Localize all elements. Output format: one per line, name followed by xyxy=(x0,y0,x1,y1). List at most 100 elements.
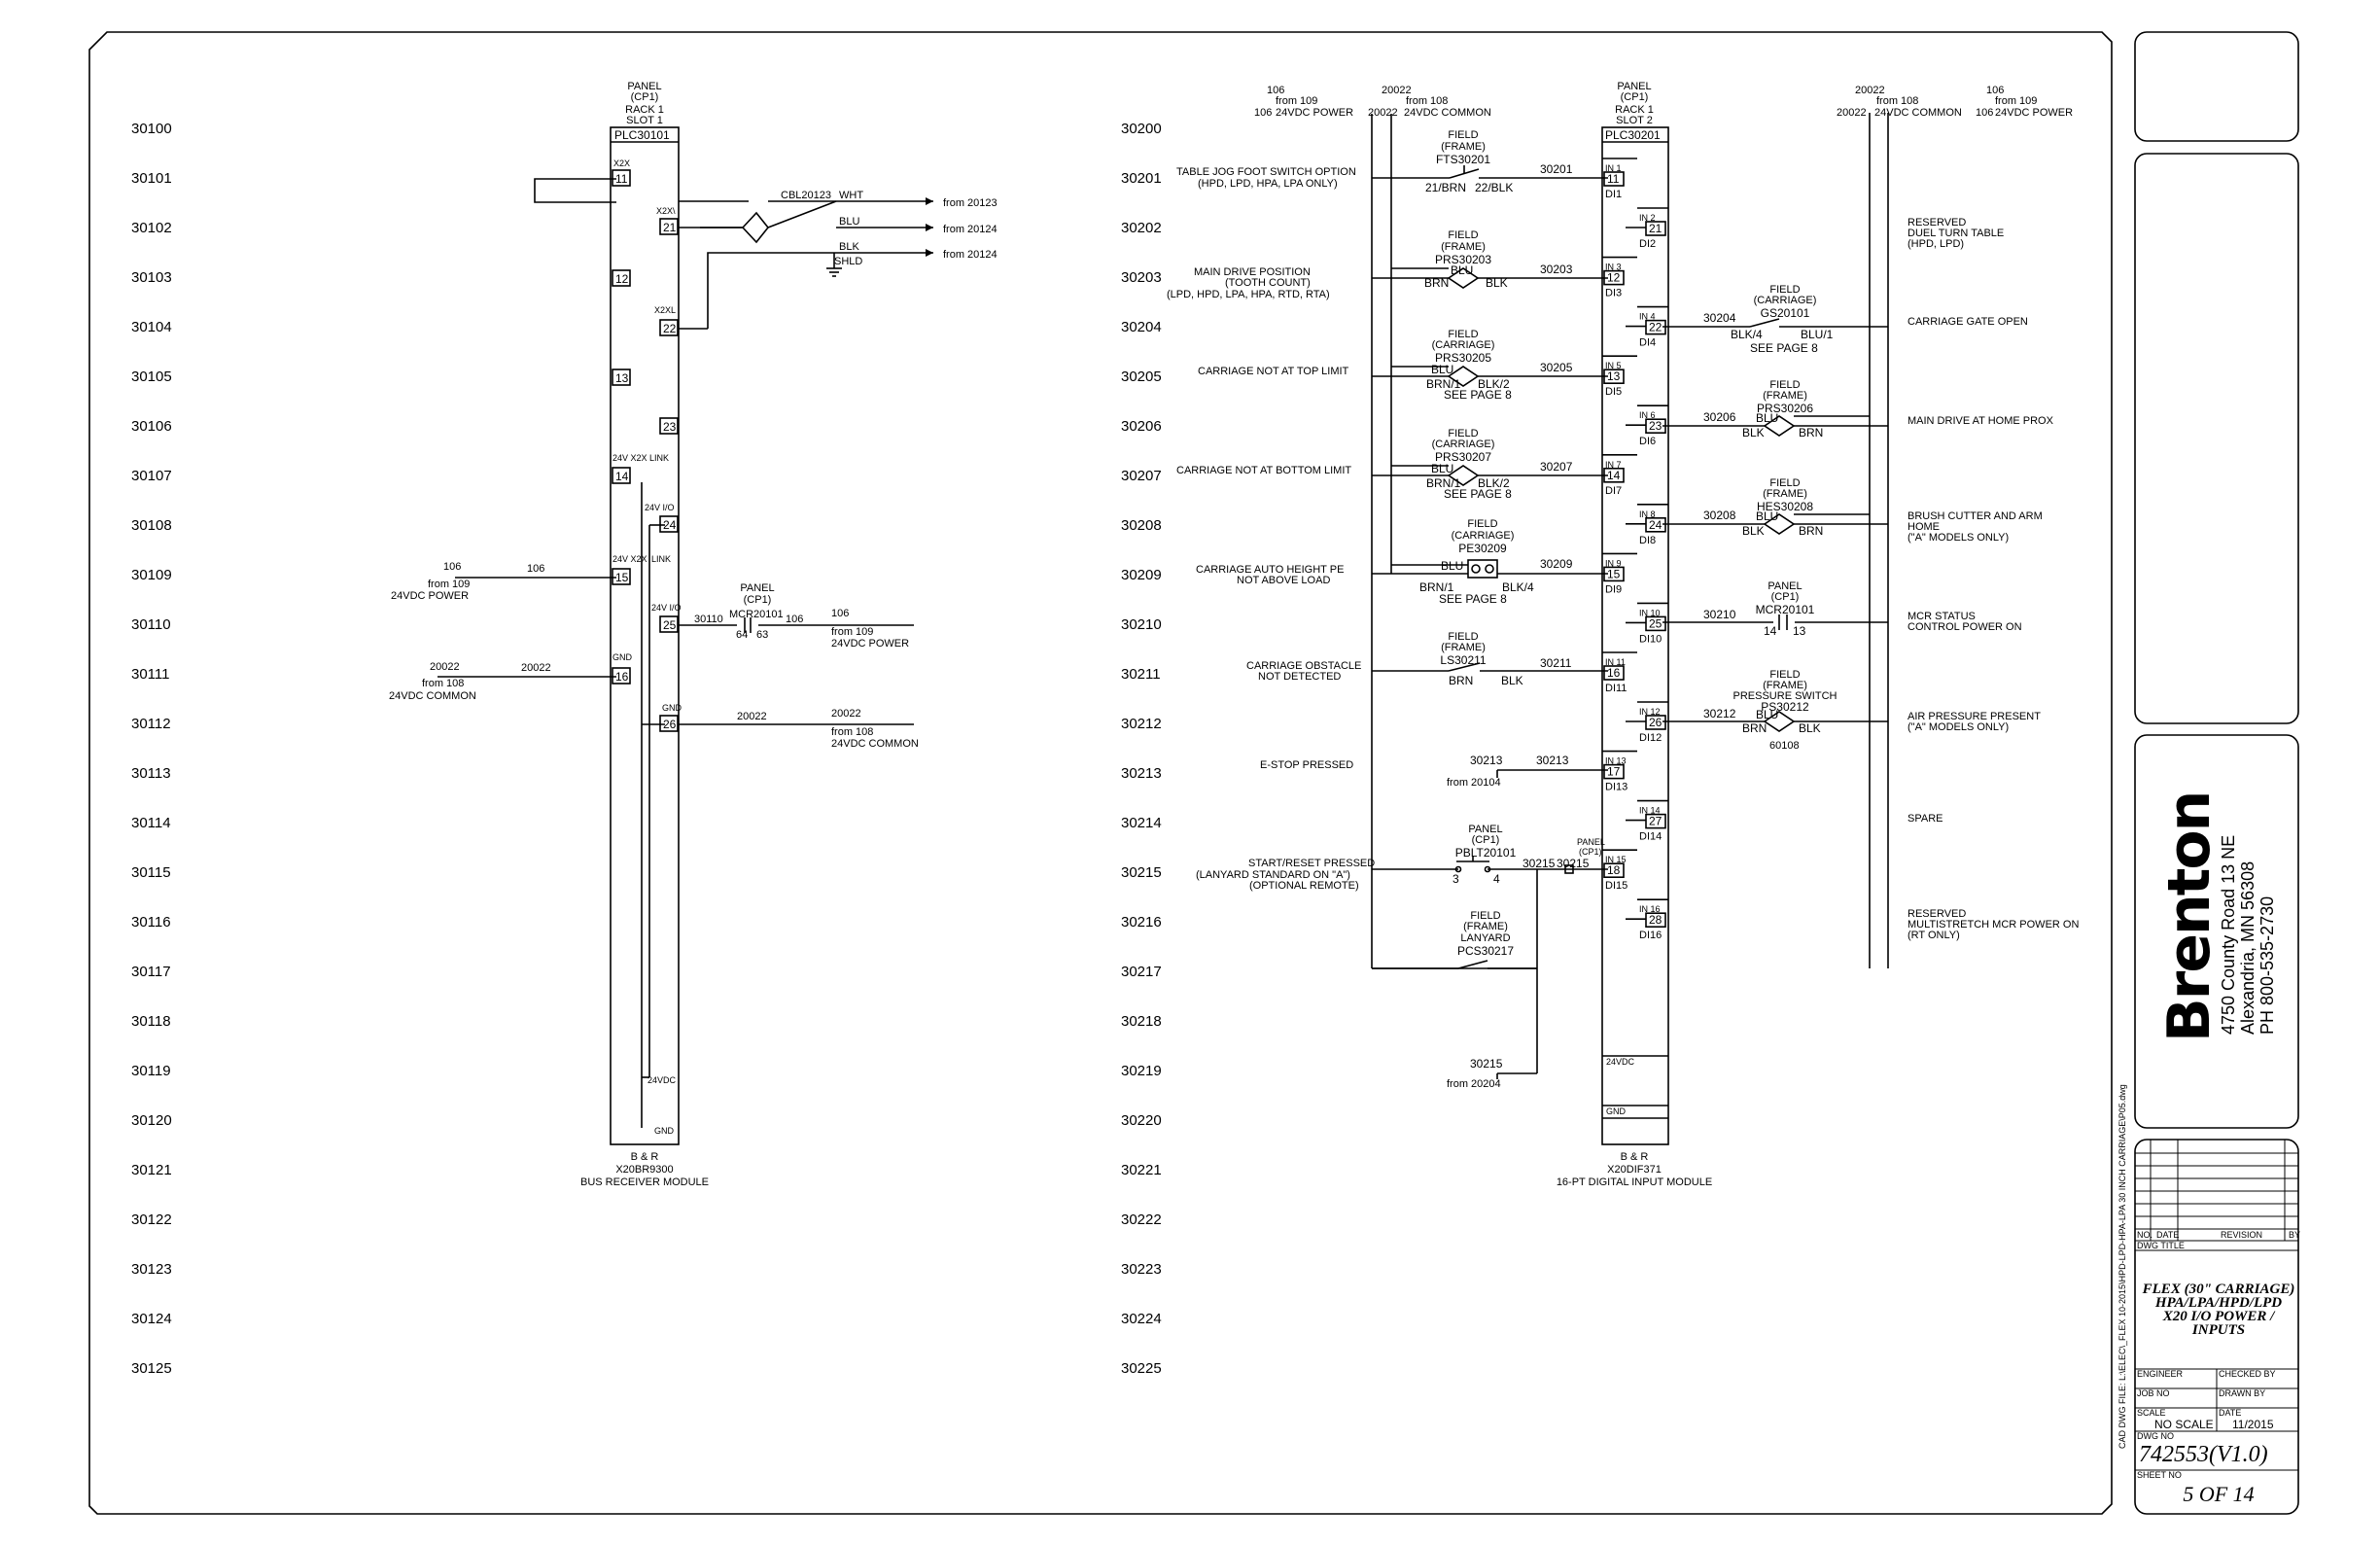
wire-106-b: 106 xyxy=(527,563,544,575)
di-label: DI12 xyxy=(1639,732,1662,744)
m1-body xyxy=(610,126,680,1145)
li1-desc-0: MAIN DRIVE POSITION xyxy=(1194,266,1311,278)
li5-dev-1: (FRAME) xyxy=(1441,642,1486,653)
ri0-desc-0: RESERVED xyxy=(1908,217,1966,228)
wire-blk: BLK xyxy=(839,241,859,253)
terminal-number: 22 xyxy=(1649,321,1662,334)
m1-lbl-io2: 24V I/O xyxy=(651,603,682,613)
input-label: IN 7 xyxy=(1605,460,1622,470)
di-label: DI5 xyxy=(1605,386,1622,398)
m1-footer-1: X20BR9300 xyxy=(615,1164,673,1176)
ri4-wr: 13 xyxy=(1793,624,1806,638)
input-label: IN 6 xyxy=(1639,410,1656,420)
m2-header-3: SLOT 2 xyxy=(1616,115,1653,126)
power-rails: 106 from 109 24VDC POWER 106 20022 from … xyxy=(1254,85,2073,1073)
m1-lbl-io1: 24V I/O xyxy=(645,503,675,512)
di-label: DI6 xyxy=(1639,436,1656,447)
terminal-number: 13 xyxy=(615,371,629,385)
terminal xyxy=(612,169,631,187)
ri2-dev-2: PRS30206 xyxy=(1757,402,1813,415)
from-20124-a: from 20124 xyxy=(943,224,998,235)
m1-lbl-bot1: 24VDC xyxy=(648,1075,677,1085)
li1-dev-2: PRS30203 xyxy=(1435,253,1491,266)
li2-dev-2: PRS30205 xyxy=(1435,351,1491,365)
m2-header-2: RACK 1 xyxy=(1615,104,1654,116)
line-number: 30111 xyxy=(131,666,170,683)
m1-lbl-x2x2: 24V X2X xyxy=(612,554,648,564)
di-label: DI7 xyxy=(1605,485,1622,497)
from-20124-b: from 20124 xyxy=(943,249,998,261)
li2-wire: 30205 xyxy=(1540,361,1573,374)
engineer-label: ENGINEER xyxy=(2137,1369,2184,1379)
li6-from: from 20104 xyxy=(1447,777,1501,789)
li7-desc-2: (OPTIONAL REMOTE) xyxy=(1249,880,1359,892)
ri2-dev-1: (FRAME) xyxy=(1763,390,1807,402)
line-number: 30207 xyxy=(1121,468,1162,484)
ri3-desc-1: HOME xyxy=(1908,521,1940,533)
terminal-number: 12 xyxy=(1607,271,1621,285)
m1-tag: PLC30101 xyxy=(614,128,670,142)
ri5-dev-2: PRESSURE SWITCH xyxy=(1733,690,1838,702)
m2-footer-1: X20DIF371 xyxy=(1607,1164,1662,1176)
li6-wire-a: 30213 xyxy=(1470,754,1503,767)
date-label: DATE xyxy=(2219,1408,2241,1418)
li7-wire-b: 30215 xyxy=(1557,857,1590,870)
m2-footer-2: 16-PT DIGITAL INPUT MODULE xyxy=(1557,1176,1712,1188)
wire-30110: 30110 xyxy=(694,614,723,625)
ri1-wr: BLU/1 xyxy=(1801,328,1834,341)
ri3-desc-2: ("A" MODELS ONLY) xyxy=(1908,532,2009,544)
from-20123: from 20123 xyxy=(943,197,998,209)
rail-l-from109: from 109 xyxy=(1276,95,1317,107)
terminal-number: 15 xyxy=(615,571,629,584)
contact-64: 64 xyxy=(736,629,748,641)
li9-from: from 20204 xyxy=(1447,1078,1501,1090)
li4-note: SEE PAGE 8 xyxy=(1439,592,1507,606)
line-number: 30224 xyxy=(1121,1311,1162,1327)
li1-wl: BRN xyxy=(1424,276,1449,290)
input-label: IN 9 xyxy=(1605,558,1622,568)
ri3-wr: BRN xyxy=(1799,524,1823,538)
scale-value: NO SCALE xyxy=(2154,1418,2214,1431)
li4-wire: 30209 xyxy=(1540,557,1573,571)
line-number: 30201 xyxy=(1121,170,1162,187)
rev-hdr-no: NO. xyxy=(2137,1230,2152,1240)
li7-dev-2: PBLT20101 xyxy=(1455,846,1517,860)
line-number: 30106 xyxy=(131,418,172,435)
terminal xyxy=(659,615,679,633)
m2-footer-0: B & R xyxy=(1621,1151,1649,1163)
m1-header-3: SLOT 1 xyxy=(626,115,663,126)
terminal xyxy=(659,218,679,235)
ri1-wl: BLK/4 xyxy=(1731,328,1763,341)
terminal-number: 17 xyxy=(1607,765,1621,779)
terminal-number: 16 xyxy=(1607,666,1621,680)
li3-wire: 30207 xyxy=(1540,460,1573,474)
m1-lbl-gnd1: GND xyxy=(612,652,633,662)
li6-wire: 30213 xyxy=(1536,754,1569,767)
terminal xyxy=(1645,615,1666,632)
line-number: 30209 xyxy=(1121,567,1162,583)
li4-desc-0: CARRIAGE AUTO HEIGHT PE xyxy=(1196,564,1344,576)
li7-desc-1: (LANYARD STANDARD ON "A") xyxy=(1196,869,1350,881)
line-number: 30123 xyxy=(131,1261,172,1278)
terminal-number: 13 xyxy=(1607,369,1621,383)
ri3-dev-1: (FRAME) xyxy=(1763,488,1807,500)
li2-dev-0: FIELD xyxy=(1448,329,1478,340)
terminal xyxy=(659,417,679,435)
left-input-circuits: TABLE JOG FOOT SWITCH OPTION (HPD, LPD, … xyxy=(1167,129,1608,1090)
li2-dev-1: (CARRIAGE) xyxy=(1432,339,1495,351)
terminal-number: 25 xyxy=(1649,616,1662,630)
terminal xyxy=(612,369,631,386)
power-right: 24VDC POWER xyxy=(831,638,909,650)
li0-desc-0: TABLE JOG FOOT SWITCH OPTION xyxy=(1176,166,1356,178)
title-1: HPA/LPA/HPD/LPD xyxy=(2154,1295,2282,1311)
li4-dev-1: (CARRIAGE) xyxy=(1452,530,1515,542)
ri2-wr: BRN xyxy=(1799,426,1823,439)
m2-header-1: (CP1) xyxy=(1621,91,1649,103)
ri5-desc-0: AIR PRESSURE PRESENT xyxy=(1908,711,2041,722)
sheet-no-value: 5 OF 14 xyxy=(2183,1482,2254,1506)
rail-r-from109: from 109 xyxy=(1995,95,2037,107)
line-number: 30116 xyxy=(131,914,171,931)
li2-wr: BLK/2 xyxy=(1478,377,1510,391)
m1-lbl-gnd2: GND xyxy=(662,703,682,713)
li4-dev-0: FIELD xyxy=(1467,518,1497,530)
